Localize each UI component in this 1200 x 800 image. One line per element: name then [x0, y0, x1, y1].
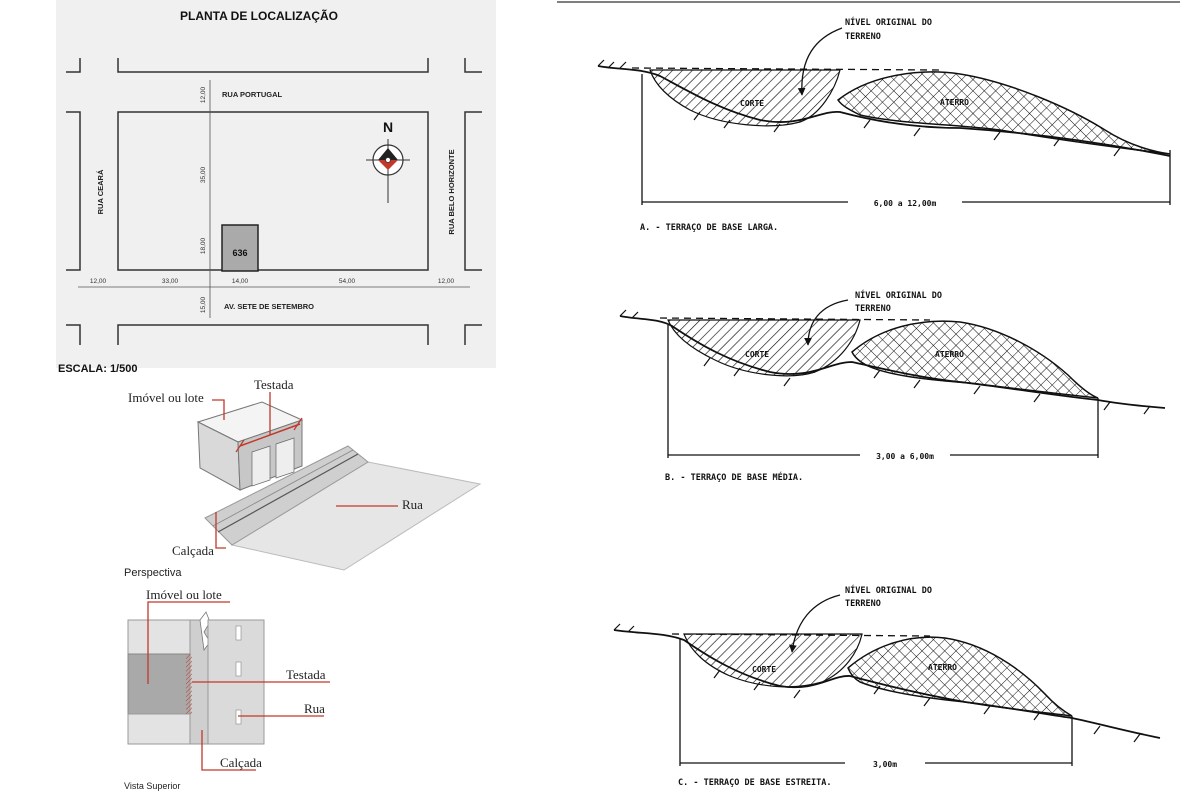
terrace-a-cut-label: CORTE	[740, 99, 764, 108]
perspective-label-street: Rua	[402, 497, 423, 512]
top-view: Imóvel ou lote Testada Rua Calçada Vista…	[124, 587, 330, 791]
terrace-a-cut	[649, 69, 841, 127]
dim-v-4: 15,00	[200, 296, 207, 313]
street-av-sete-de-setembro: AV. SETE DE SETEMBRO	[224, 302, 314, 311]
terrace-c-fill-label: ATERRO	[928, 663, 957, 672]
terrace-a-pointer	[797, 27, 843, 96]
lot-636	[221, 224, 259, 272]
dimension-lines	[78, 80, 470, 318]
top-view-label-lot: Imóvel ou lote	[146, 587, 222, 602]
terrace-c-level-label-2: TERRENO	[845, 599, 881, 609]
perspective-label-lot: Imóvel ou lote	[128, 390, 204, 405]
neighbour-block-top	[127, 619, 191, 655]
terrace-a-ground	[597, 65, 1171, 157]
terrace-a-level-label-1: NÍVEL ORIGINAL DO	[845, 16, 932, 28]
top-view-caption: Vista Superior	[124, 781, 180, 791]
terrace-c-cut-label: CORTE	[752, 665, 776, 674]
terrace-a-dimension: 6,00 a 12,00m	[874, 199, 937, 208]
terrace-c: NÍVEL ORIGINAL DO TERRENO CORTE ATERRO 3…	[613, 584, 1161, 788]
terrace-b-level-label-2: TERRENO	[855, 304, 891, 314]
north-label: N	[383, 119, 393, 135]
terrace-a-fill-label: ATERRO	[940, 98, 969, 107]
top-view-label-sidewalk: Calçada	[220, 755, 262, 770]
terrace-b-caption: B. - TERRAÇO DE BASE MÉDIA.	[665, 471, 803, 483]
north-arrow-icon	[366, 139, 410, 203]
terrace-b-fill	[851, 320, 1099, 399]
terrace-b: NÍVEL ORIGINAL DO TERRENO CORTE ATERRO 3…	[619, 289, 1166, 483]
terrace-b-fill-label: ATERRO	[935, 350, 964, 359]
terrace-b-cut-label: CORTE	[745, 350, 769, 359]
lot-top-view	[127, 653, 191, 715]
perspective-leaders	[212, 392, 398, 549]
terrace-a-level-label-2: TERRENO	[845, 32, 881, 42]
terrace-a-caption: A. - TERRAÇO DE BASE LARGA.	[640, 223, 778, 233]
neighbour-block-bottom	[127, 713, 191, 745]
terrace-a-fill	[836, 71, 1171, 155]
dim-h-4: 54,00	[339, 278, 356, 285]
perspective-caption: Perspectiva	[124, 567, 182, 579]
site-plan-title: PLANTA DE LOCALIZAÇÃO	[180, 8, 338, 23]
dim-h-5: 12,00	[438, 278, 455, 285]
lot-number: 636	[232, 248, 247, 258]
terrace-c-caption: C. - TERRAÇO DE BASE ESTREITA.	[678, 778, 832, 788]
top-view-label-frontage: Testada	[286, 667, 326, 682]
terrace-a: NÍVEL ORIGINAL DO TERRENO CORTE ATERRO 6…	[597, 16, 1171, 233]
street-rua-belo-horizonte: RUA BELO HORIZONTE	[447, 149, 456, 234]
lane-markings	[235, 625, 242, 725]
terrace-c-fill	[847, 636, 1073, 717]
dim-v-2: 35,00	[200, 166, 207, 183]
site-plan: PLANTA DE LOCALIZAÇÃO 636 RUA PORTUGAL A…	[56, 0, 496, 375]
dim-v-1: 12,00	[200, 86, 207, 103]
dim-h-2: 33,00	[162, 278, 179, 285]
perspective-label-sidewalk: Calçada	[172, 543, 214, 558]
street-rua-ceara: RUA CEARÁ	[96, 169, 105, 214]
dim-h-3: 14,00	[232, 278, 249, 285]
site-plan-background	[56, 0, 496, 368]
dim-v-3: 18,00	[200, 237, 207, 254]
scale-label: ESCALA: 1/500	[58, 363, 137, 375]
terrace-b-original-level	[659, 317, 931, 321]
top-view-leaders	[147, 601, 330, 771]
terrace-c-level-label-1: NÍVEL ORIGINAL DO	[845, 584, 932, 596]
terrace-b-ground	[619, 315, 1166, 409]
perspective-label-frontage: Testada	[254, 377, 294, 392]
terrace-b-pointer	[804, 299, 849, 346]
perspective-view: Imóvel ou lote Testada Rua Calçada Persp…	[124, 377, 482, 579]
block-outlines	[66, 58, 482, 345]
street-rua-portugal: RUA PORTUGAL	[222, 90, 283, 99]
garage-doors	[251, 437, 295, 487]
terrace-b-dimension: 3,00 a 6,00m	[876, 452, 934, 461]
frontage-hatch	[186, 654, 192, 714]
terrace-c-pointer	[789, 594, 841, 653]
dim-h-1: 12,00	[90, 278, 107, 285]
terrace-b-cut	[667, 319, 861, 377]
terrace-a-original-level	[631, 67, 941, 71]
terrace-b-level-label-1: NÍVEL ORIGINAL DO	[855, 289, 942, 301]
top-view-label-street: Rua	[304, 701, 325, 716]
terrace-c-dimension: 3,00m	[873, 760, 897, 769]
